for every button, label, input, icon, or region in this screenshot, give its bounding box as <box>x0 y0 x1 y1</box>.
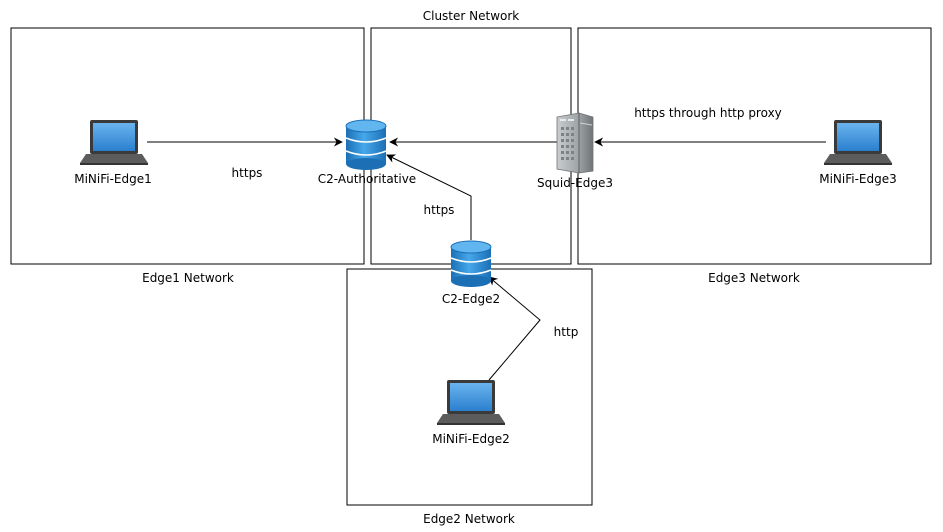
c2-edge2-label: C2-Edge2 <box>442 292 500 306</box>
minifi-edge2-label: MiNiFi-Edge2 <box>432 432 510 446</box>
c2edge2-https-label: https <box>424 203 455 217</box>
laptop-icon <box>80 120 148 165</box>
edge1-network-box <box>10 27 365 265</box>
laptop-icon <box>437 380 505 425</box>
database-icon <box>450 240 492 287</box>
cluster-network-label: Cluster Network <box>423 9 520 23</box>
c2edge2-to-c2-arrow <box>386 154 472 240</box>
edge1-network-label: Edge1 Network <box>142 271 234 285</box>
minifi-edge1-label: MiNiFi-Edge1 <box>74 172 152 186</box>
edge2-to-c2edge2-arrow <box>488 276 541 381</box>
server-icon <box>556 112 594 174</box>
edge2-http-label: http <box>554 325 579 339</box>
database-icon <box>345 119 387 170</box>
squid-edge3-label: Squid-Edge3 <box>537 176 613 190</box>
c2-authoritative-label: C2-Authoritative <box>318 172 416 186</box>
minifi-edge3-label: MiNiFi-Edge3 <box>819 172 897 186</box>
edge2-network-label: Edge2 Network <box>423 512 515 526</box>
edge3-network-label: Edge3 Network <box>708 271 800 285</box>
edge3-proxy-label: https through http proxy <box>634 106 782 120</box>
edge1-https-label: https <box>232 166 263 180</box>
laptop-icon <box>824 120 892 165</box>
